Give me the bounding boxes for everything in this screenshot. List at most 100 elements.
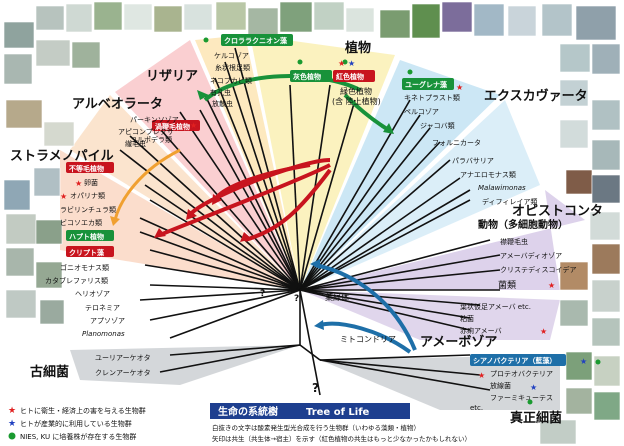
marker-star-red: ★ <box>456 83 463 92</box>
tag-cryptophyte: クリプト藻 <box>69 248 105 257</box>
arrow-blue-chloroplast <box>314 263 417 351</box>
clade-crenarchaeota: クレンアーケオタ <box>95 368 151 377</box>
arrow-green-primary <box>203 74 361 102</box>
legend-green-text: NIES, KU に培養株が存在する生物群 <box>20 432 136 441</box>
arrow-red-2 <box>159 163 331 237</box>
question-root: ? <box>312 381 319 395</box>
clade-perkinsozoa: パーキンソゾア <box>130 116 179 124</box>
clade-telonemia: テロネミア <box>85 304 120 312</box>
clade-slime-molds: 粘菌 <box>460 314 474 323</box>
clade-malawimonas: Malawimonas <box>478 184 526 192</box>
clade-goniomonas: ゴニオモナス類 <box>60 263 109 272</box>
clade-diphylleia: ディフィレイア類 <box>482 197 537 206</box>
label-archaea: 古細菌 <box>30 364 69 380</box>
title-jp: 生命の系統樹 <box>218 405 278 418</box>
tag-haptophyte: ハプト植物 <box>69 232 104 241</box>
arrow-orange <box>113 148 181 221</box>
title-en: Tree of Life <box>306 407 370 418</box>
legend-star-red: ★ <box>8 406 16 416</box>
clade-oomycetes: 卵菌 <box>84 178 98 187</box>
clade-percolozoa: ペルコゾア <box>404 108 439 116</box>
marker-star-blue: ★ <box>580 357 587 366</box>
tag-heterokont: 不等毛植物 <box>69 164 104 173</box>
tag-red-algae: 紅色植物 <box>336 72 364 81</box>
annotation-mitochondria: ミトコンドリア <box>340 335 396 344</box>
arrow-red-head-1 <box>186 209 197 220</box>
marker-star-red: ★ <box>60 192 67 201</box>
wedge-rhizaria <box>115 40 300 290</box>
marker-star-red: ★ <box>548 281 555 290</box>
algal-tags: クロララクニオン藻 灰色植物 紅色植物 ユーグレナ藻 渦鞭毛植物 不等毛植物 ハ… <box>66 34 566 366</box>
clade-lobosa: 葉状仮足アメーバ etc. <box>460 302 531 311</box>
label-alveolata: アルベオラータ <box>72 97 163 112</box>
wedge-excavata <box>300 60 500 290</box>
clade-labels: ケルコゾア 放散虫 有孔虫 ネコブカビ類 糸状根足類 パーキンソゾア アピコンプ… <box>45 52 577 412</box>
marker-dot <box>342 59 348 65</box>
note-2: 矢印は共生（共生体→宿主）を示す（紅色植物の共生はもっと少なかったかもしれない） <box>212 434 471 443</box>
arrow-blue-mito <box>319 321 412 354</box>
clade-heliozoa: ヘリオゾア <box>75 290 110 298</box>
marker-star-red: ★ <box>338 59 345 68</box>
arrow-red-head-3 <box>240 232 252 242</box>
label-plantae: 植物 <box>344 40 371 56</box>
marker-star-red: ★ <box>478 371 485 380</box>
marker-dot <box>595 359 601 365</box>
symbiosis-arrows <box>110 74 417 354</box>
clade-katablepharids: カタブレファリス類 <box>45 276 108 285</box>
clade-entamoeba: 赤痢アメーバ <box>460 326 502 335</box>
clade-euryarchaeota: ユーリアーケオタ <box>95 353 151 362</box>
arrow-blue-head-1 <box>310 259 320 269</box>
legend: ★ ヒトに衛生・経済上の害を与える生物群 ★ ヒトが産業的に利用している生物群 … <box>2 400 202 444</box>
markers: ★ ★ ★ ★ ★ ★ ★ ★ ★ ★ ★ <box>60 37 601 405</box>
wedge-amoebozoa <box>300 290 560 340</box>
clade-actinobacteria: 放線菌 <box>490 381 511 390</box>
arrow-red-3 <box>244 168 332 242</box>
clade-colpodella: コルポデラ類 <box>130 135 172 144</box>
label-opisthokonta: オピストコンタ <box>512 204 603 219</box>
label-animals: 動物（多細胞動物） <box>478 218 568 231</box>
clade-radiolaria: 放散虫 <box>212 99 233 108</box>
arrow-green-head-1 <box>197 90 209 100</box>
wedge-opisthokonta <box>300 190 585 290</box>
tag-dinoflagellates: 渦鞭毛植物 <box>155 122 190 131</box>
clade-ciliates: 繊毛虫 <box>125 139 146 148</box>
clade-jakobids: ジャコバ類 <box>420 121 455 130</box>
title-block: 生命の系統樹 Tree of Life 白抜きの文字は酸素発生型光合成を行う生物… <box>210 403 471 443</box>
marker-dot <box>527 399 533 405</box>
legend-red-text: ヒトに衛生・経済上の害を与える生物群 <box>20 406 146 415</box>
clade-apusozoa: アプソゾア <box>90 317 125 325</box>
clade-planomonas: Planomonas <box>82 330 125 338</box>
wedge-bacteria <box>320 355 560 410</box>
clade-plasmodiophora: ネコブカビ類 <box>210 76 252 85</box>
arrow-red-4 <box>213 163 311 202</box>
marker-star-blue: ★ <box>530 383 537 392</box>
arrow-red-1 <box>188 158 331 217</box>
clade-foraminifera: 有孔虫 <box>210 88 231 97</box>
clade-labyrinthulids: ラビリンチュラ類 <box>60 205 116 214</box>
tag-chlorarachnion: クロララクニオン藻 <box>224 36 288 45</box>
arrow-red-head-2 <box>154 228 166 238</box>
wedge-archaea <box>70 345 300 385</box>
tag-cyanobacteria: シアノバクテリア（藍藻） <box>473 356 556 365</box>
annotation-chloroplast: 葉緑体 <box>325 292 349 302</box>
wedge-stramenopiles <box>60 150 300 290</box>
question-2: ? <box>294 294 299 304</box>
clade-kinetoplastids: キネトプラスト類 <box>404 93 460 102</box>
label-green-plants: 緑色植物 <box>340 86 372 96</box>
marker-star-red: ★ <box>540 327 547 336</box>
note-1: 白抜きの文字は酸素発生型光合成を行う生物群（いわゆる藻類・植物） <box>212 423 420 432</box>
marker-star-blue: ★ <box>348 59 355 68</box>
marker-dot <box>407 69 413 75</box>
clade-fornicata: フォルニカータ <box>432 138 481 147</box>
arrow-green-head-2 <box>383 123 394 134</box>
clade-bicosoecids: ビコソエカ類 <box>60 218 102 227</box>
clade-proteobacteria: プロテオバクテリア <box>490 370 553 378</box>
label-excavata: エクスカヴァータ <box>484 88 588 104</box>
legend-star-blue: ★ <box>8 419 16 429</box>
clade-opalinids: オパリナ類 <box>70 191 105 200</box>
clade-apicomplexa: アピコンプレクサ <box>118 128 174 136</box>
clade-parabasalia: パラバサリア <box>452 157 494 165</box>
label-rhizaria: リザリア <box>146 69 198 84</box>
